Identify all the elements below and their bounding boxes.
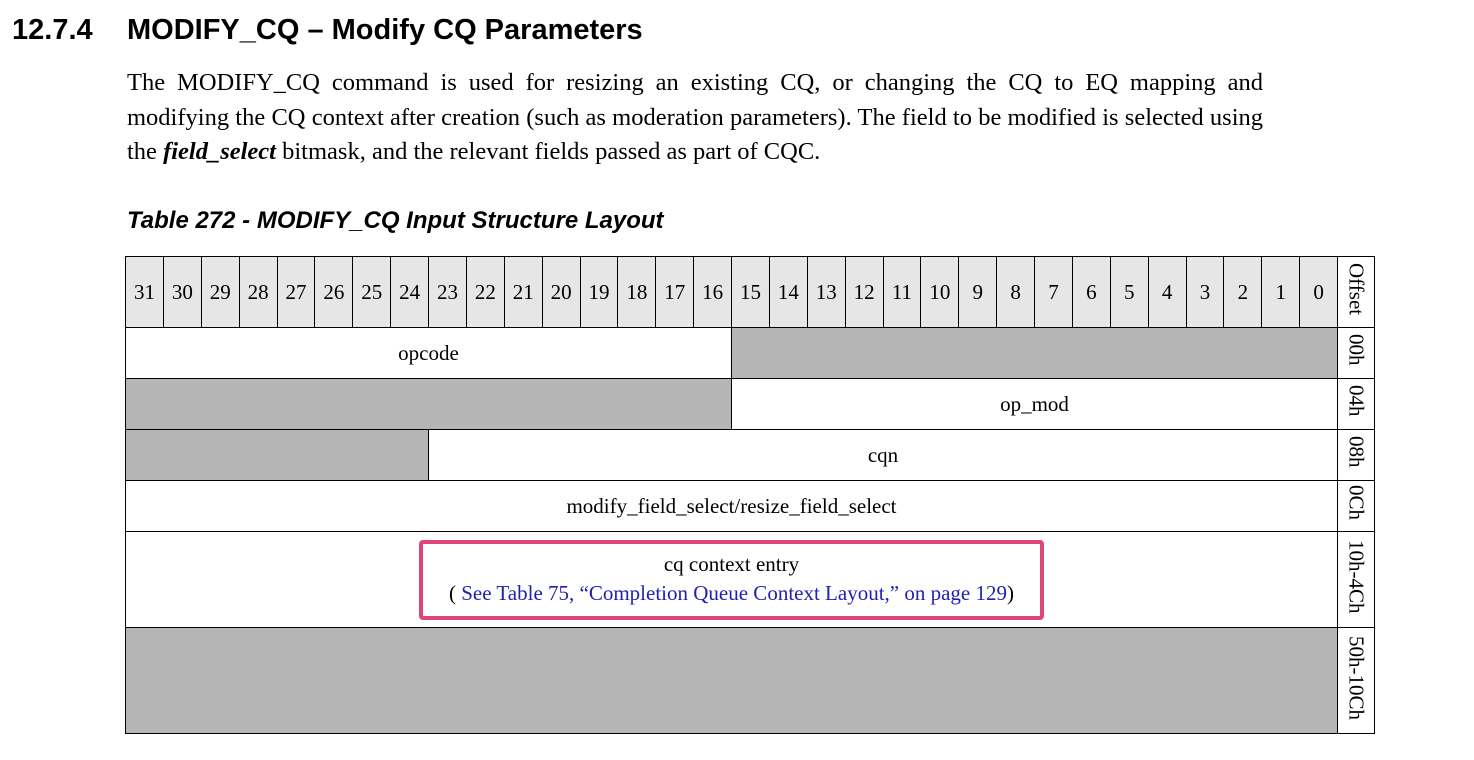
table-row: cqn 08h: [125, 429, 1375, 481]
cq-context-table-link[interactable]: See Table 75, “Completion Queue Context …: [461, 580, 1007, 605]
bit-21: 21: [503, 256, 543, 328]
bit-24: 24: [390, 256, 429, 328]
opcode-field: opcode: [125, 327, 732, 379]
bit-14: 14: [768, 256, 808, 328]
description-text-2: bitmask, and the relevant fields passed …: [275, 138, 821, 165]
bit-8: 8: [996, 256, 1035, 328]
bit-22: 22: [465, 256, 505, 328]
bit-1: 1: [1261, 256, 1301, 328]
offset-cell: 04h: [1337, 378, 1375, 430]
table-row: cq context entry ( See Table 75, “Comple…: [125, 531, 1375, 628]
cq-context-reference: ( See Table 75, “Completion Queue Contex…: [449, 579, 1014, 608]
bit-27: 27: [276, 256, 316, 328]
bit-30: 30: [162, 256, 202, 328]
offset-50h-10ch: 50h-10Ch: [1344, 635, 1369, 720]
cq-context-highlight: cq context entry ( See Table 75, “Comple…: [418, 539, 1044, 620]
table-row: modify_field_select/resize_field_select …: [125, 480, 1375, 532]
section-title: MODIFY_CQ – Modify CQ Parameters: [127, 14, 643, 46]
offset-cell: 10h-4Ch: [1337, 531, 1375, 628]
reserved-field: [125, 378, 732, 430]
table-row: opcode 00h: [125, 327, 1375, 379]
offset-cell: 00h: [1337, 327, 1375, 379]
cq-context-entry-label: cq context entry: [663, 551, 800, 576]
reserved-field: [125, 429, 429, 481]
bit-13: 13: [806, 256, 846, 328]
bit-25: 25: [352, 256, 392, 328]
reserved-field: [731, 327, 1338, 379]
offset-04h: 04h: [1344, 385, 1369, 417]
bit-15: 15: [731, 256, 770, 328]
bit-3: 3: [1185, 256, 1225, 328]
bit-16: 16: [693, 256, 732, 328]
reserved-field: [125, 627, 1338, 734]
table-row: 50h-10Ch: [125, 627, 1375, 734]
modify-field-select-field: modify_field_select/resize_field_select: [125, 480, 1338, 532]
cq-context-entry-cell: cq context entry ( See Table 75, “Comple…: [125, 531, 1338, 628]
bit-10: 10: [920, 256, 960, 328]
reference-close: ): [1007, 580, 1014, 605]
bit-18: 18: [617, 256, 657, 328]
offset-08h: 08h: [1344, 436, 1369, 468]
bit-12: 12: [844, 256, 884, 328]
offset-00h: 00h: [1344, 334, 1369, 366]
bit-6: 6: [1071, 256, 1111, 328]
offset-cell: 50h-10Ch: [1337, 627, 1375, 734]
bit-0: 0: [1299, 256, 1338, 328]
section-number: 12.7.4: [12, 14, 93, 46]
bit-11: 11: [882, 256, 922, 328]
bit-header-row: 31 30 29 28 27 26 25 24 23 22 21 20 19 1…: [125, 256, 1375, 328]
offset-header: Offset: [1344, 262, 1369, 316]
bit-9: 9: [958, 256, 998, 328]
input-structure-table: 31 30 29 28 27 26 25 24 23 22 21 20 19 1…: [125, 256, 1375, 734]
bit-31: 31: [125, 256, 164, 328]
bit-4: 4: [1147, 256, 1187, 328]
bit-28: 28: [238, 256, 278, 328]
bit-20: 20: [541, 256, 581, 328]
field-select-emphasis: field_select: [163, 138, 276, 165]
offset-10h-4ch: 10h-4Ch: [1344, 539, 1369, 614]
bit-7: 7: [1034, 256, 1073, 328]
bit-17: 17: [655, 256, 695, 328]
bit-29: 29: [200, 256, 240, 328]
reference-open: (: [448, 580, 462, 605]
description-text-1: The MODIFY_CQ command is used for resizi…: [127, 69, 1263, 165]
offset-cell: 0Ch: [1337, 480, 1375, 532]
offset-0ch: 0Ch: [1344, 485, 1369, 521]
bit-5: 5: [1109, 256, 1149, 328]
table-caption: Table 272 - MODIFY_CQ Input Structure La…: [127, 207, 664, 234]
description-paragraph: The MODIFY_CQ command is used for resizi…: [127, 66, 1263, 170]
bit-2: 2: [1223, 256, 1263, 328]
section-heading: 12.7.4 MODIFY_CQ – Modify CQ Parameters: [12, 14, 643, 47]
offset-cell: 08h: [1337, 429, 1375, 481]
table-row: op_mod 04h: [125, 378, 1375, 430]
offset-header-cell: Offset: [1337, 256, 1375, 328]
bit-19: 19: [579, 256, 619, 328]
cqn-field: cqn: [428, 429, 1338, 481]
bit-23: 23: [428, 256, 467, 328]
op-mod-field: op_mod: [731, 378, 1338, 430]
bit-26: 26: [314, 256, 354, 328]
